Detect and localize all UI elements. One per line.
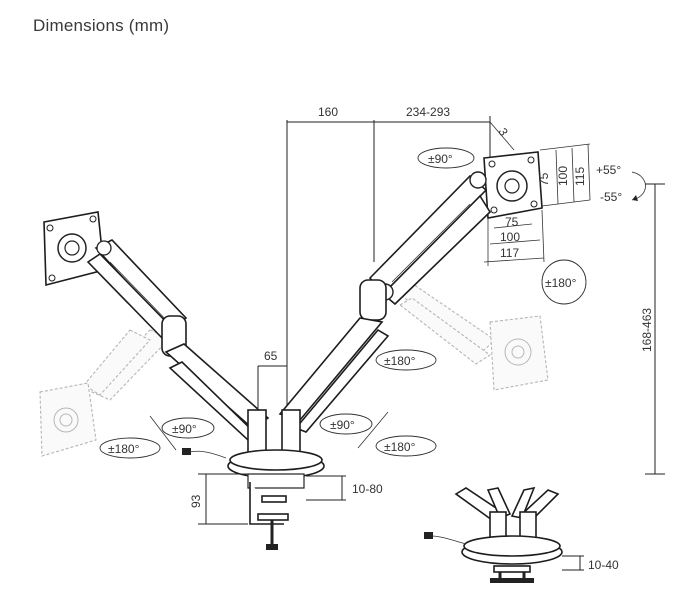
dim-10-40: 10-40 xyxy=(588,558,619,572)
dim-height-168-463: 168-463 xyxy=(640,308,654,352)
grommet-mount-inset: 10-40 xyxy=(424,486,619,583)
ghost-left-arm xyxy=(39,329,171,457)
dim-160: 160 xyxy=(318,105,338,119)
dim-93: 93 xyxy=(189,494,203,508)
dim-234-293: 234-293 xyxy=(406,105,450,119)
pole-offset-dimension: 65 xyxy=(257,349,287,408)
pole-and-base xyxy=(182,409,325,550)
svg-text:±180°: ±180° xyxy=(545,276,577,290)
top-dimension-lines: 160 234-293 3 xyxy=(286,105,515,408)
svg-text:±90°: ±90° xyxy=(428,152,453,166)
right-arm xyxy=(278,171,492,433)
rotation-right-180: ±180° xyxy=(541,259,587,305)
right-vesa-plate: 75 100 115 75 100 117 xyxy=(483,143,591,266)
svg-text:±180°: ±180° xyxy=(384,354,416,368)
svg-text:±180°: ±180° xyxy=(384,440,416,454)
rotation-left-90: ±90° xyxy=(161,417,215,439)
rotation-right-mid-180: ±180° xyxy=(375,349,437,371)
rotation-labels: ±90° ±180° ±180° ±90° ±180° ±90° ±180° xyxy=(99,147,587,459)
ghost-right-arm xyxy=(391,281,549,391)
dim-plate-h-75: 75 xyxy=(537,172,551,186)
left-arm xyxy=(43,211,270,441)
dim-65: 65 xyxy=(264,349,278,363)
ghost-right-vesa-plate xyxy=(489,315,549,391)
rotation-right-lower-180: ±180° xyxy=(375,435,437,457)
dim-plate-w-100: 100 xyxy=(500,230,520,244)
page-title: Dimensions (mm) xyxy=(33,16,170,35)
dim-10-80: 10-80 xyxy=(352,482,383,496)
rotation-top-right-swivel: ±90° xyxy=(417,147,475,169)
svg-text:±90°: ±90° xyxy=(330,418,355,432)
height-dimension: 168-463 xyxy=(640,183,665,475)
rotation-left-180: ±180° xyxy=(99,437,161,459)
dim-plate-w-117: 117 xyxy=(500,246,519,260)
clamp-dimensions: 93 10-80 xyxy=(189,473,383,525)
tilt-up-label: +55° xyxy=(596,163,621,177)
dim-angle-3: 3 xyxy=(495,126,511,139)
tilt-indicator: +55° -55° xyxy=(596,163,646,204)
svg-text:±90°: ±90° xyxy=(172,422,197,436)
svg-text:±180°: ±180° xyxy=(108,442,140,456)
ghost-left-vesa-plate xyxy=(39,382,97,457)
dim-plate-h-115: 115 xyxy=(573,167,587,186)
tilt-down-label: -55° xyxy=(600,190,622,204)
dim-plate-w-75: 75 xyxy=(505,215,519,229)
left-vesa-plate xyxy=(43,211,105,287)
rotation-right-lower-90: ±90° xyxy=(319,413,373,435)
dim-plate-h-100: 100 xyxy=(556,166,570,186)
